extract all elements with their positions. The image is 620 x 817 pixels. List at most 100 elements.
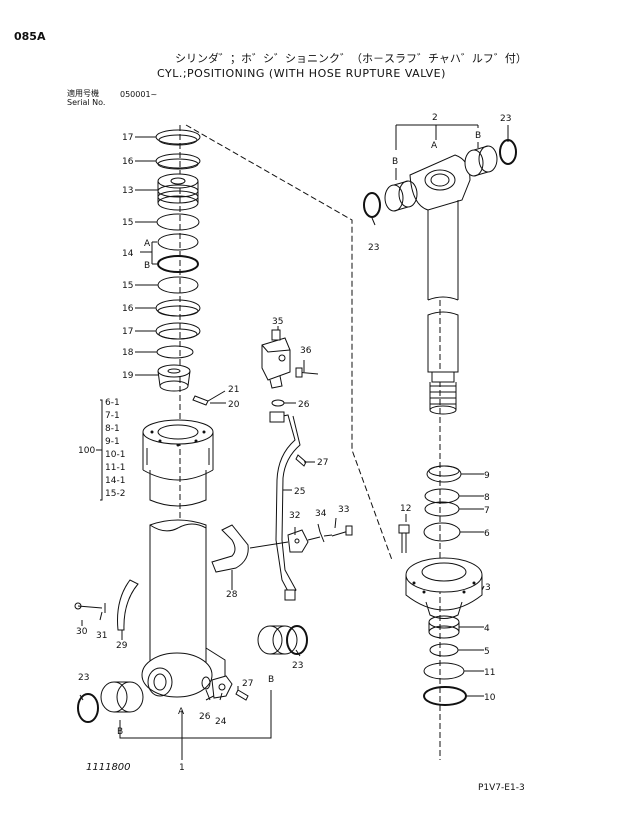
callout-2-a: A <box>431 141 438 151</box>
o-ring-26-lower <box>201 676 211 690</box>
ring-14b <box>157 255 199 273</box>
callout-27-upper: 27 <box>317 458 328 468</box>
valve-35 <box>261 329 291 389</box>
callout-19: 19 <box>122 371 134 381</box>
bushing-right <box>257 625 298 655</box>
callout-25: 25 <box>294 487 305 497</box>
page-code: 085A <box>14 30 46 43</box>
ring-7 <box>424 501 460 517</box>
callout-8-1: 8-1 <box>105 424 120 434</box>
callout-23-lower-right: 23 <box>292 661 303 671</box>
callout-2: 2 <box>432 113 438 123</box>
cylinder-tube <box>141 519 226 701</box>
pin-21 <box>192 395 209 406</box>
callout-32: 32 <box>289 511 300 521</box>
nut-19 <box>157 364 191 392</box>
callout-14-1: 14-1 <box>105 476 125 486</box>
callout-36: 36 <box>300 346 312 356</box>
callout-2-b-right: B <box>475 131 481 141</box>
callout-1-b-left: B <box>117 727 123 737</box>
ring-6 <box>423 522 461 542</box>
cylinder-head-100 <box>142 419 214 507</box>
callout-8: 8 <box>484 493 490 503</box>
washer-34 <box>319 531 325 543</box>
callout-14: 14 <box>122 249 134 259</box>
seal-23-rod-left <box>363 192 381 218</box>
clamp-27-upper <box>295 454 315 467</box>
callout-17-top: 17 <box>122 133 133 143</box>
callout-35: 35 <box>272 317 283 327</box>
callout-14-a: A <box>144 239 151 249</box>
seal-ring-17-bottom <box>155 322 201 340</box>
seal-ring-16-bottom <box>155 299 201 317</box>
callout-11-1: 11-1 <box>105 463 125 473</box>
o-ring-26-upper <box>271 399 285 407</box>
bolt-36 <box>295 367 319 378</box>
callout-9-1: 9-1 <box>105 437 120 447</box>
callout-13: 13 <box>122 186 133 196</box>
callout-18: 18 <box>122 348 134 358</box>
callout-16-top: 16 <box>122 157 134 167</box>
callout-24: 24 <box>215 717 227 727</box>
seal-ring-17-top <box>155 129 201 146</box>
callout-27-lower: 27 <box>242 679 253 689</box>
ring-10 <box>423 686 467 706</box>
callout-11: 11 <box>484 668 495 678</box>
bushing-rod-right <box>464 145 498 177</box>
callout-34: 34 <box>315 509 327 519</box>
ring-11 <box>423 662 465 680</box>
callout-2-b-left: B <box>392 157 398 167</box>
page-reference: P1V7-E1-3 <box>478 783 525 793</box>
seal-23-left <box>77 693 99 723</box>
callout-23-lower-left: 23 <box>78 673 89 683</box>
bolt-33 <box>331 525 353 537</box>
ring-9 <box>426 465 462 483</box>
bushing-left <box>100 681 144 713</box>
callout-21: 21 <box>228 385 239 395</box>
callout-23-rod-right: 23 <box>500 114 511 124</box>
seal-23-rod-right <box>499 139 517 165</box>
drawing-number: 1111800 <box>86 762 131 773</box>
callout-23-rod-left: 23 <box>368 243 379 253</box>
callout-1: 1 <box>179 763 185 773</box>
callout-10: 10 <box>484 693 496 703</box>
rod-eye-2 <box>409 154 471 211</box>
fitting-24 <box>211 675 233 699</box>
callout-29: 29 <box>116 641 128 651</box>
title-english: CYL.;POSITIONING (WITH HOSE RUPTURE VALV… <box>157 67 446 80</box>
callout-17-bottom: 17 <box>122 327 133 337</box>
ring-15-bottom <box>157 276 199 294</box>
callout-100: 100 <box>78 446 95 456</box>
callout-1-a: A <box>178 707 185 717</box>
callout-15-bottom: 15 <box>122 281 133 291</box>
callout-6-1: 6-1 <box>105 398 120 408</box>
clamp-27-lower <box>235 689 249 701</box>
callout-12: 12 <box>400 504 411 514</box>
cylinder-head-3 <box>405 557 483 619</box>
pipe-25 <box>269 411 301 601</box>
callout-3: 3 <box>485 583 491 593</box>
callout-4: 4 <box>484 624 490 634</box>
serial-value: 050001~ <box>120 90 158 99</box>
bolt-30 <box>77 605 103 609</box>
bushing-rod-left <box>384 180 418 212</box>
callout-15-2: 15-2 <box>105 489 125 499</box>
ring-14a <box>157 233 199 251</box>
callout-9: 9 <box>484 471 490 481</box>
piston-rod <box>427 200 459 415</box>
callout-7-1: 7-1 <box>105 411 120 421</box>
seal-23-right <box>286 625 308 655</box>
callout-20: 20 <box>228 400 240 410</box>
callout-6: 6 <box>484 529 490 539</box>
callout-30: 30 <box>76 627 88 637</box>
callout-16-bottom: 16 <box>122 304 134 314</box>
callout-15-top: 15 <box>122 218 133 228</box>
guide-line-main <box>185 124 393 561</box>
callout-10-1: 10-1 <box>105 450 125 460</box>
callout-7: 7 <box>484 506 490 516</box>
ring-18 <box>156 345 194 359</box>
block-32 <box>287 529 309 553</box>
bracket-28 <box>211 524 249 573</box>
ring-5 <box>429 643 459 657</box>
